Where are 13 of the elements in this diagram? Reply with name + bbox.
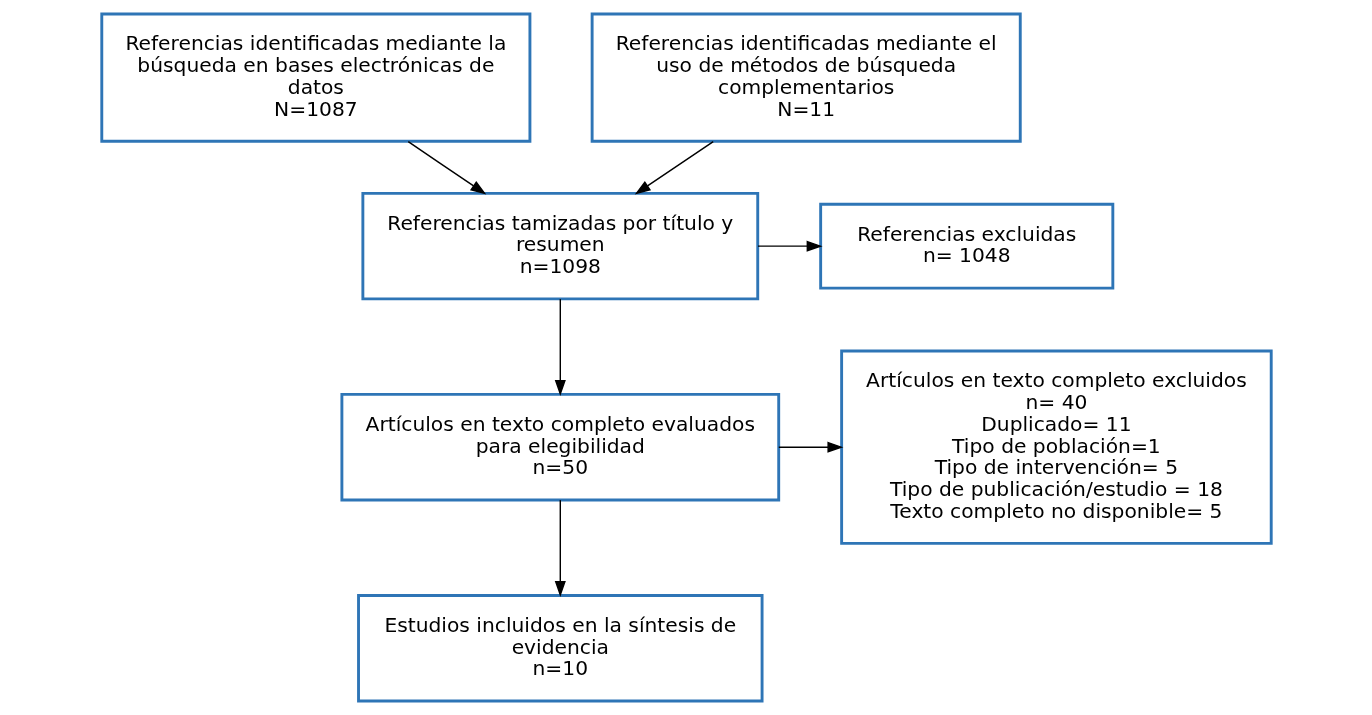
arrow bbox=[634, 140, 714, 195]
arrow bbox=[756, 240, 823, 252]
node-box: Referencias identificadas mediante el uso de métodos de búsqueda complementarios N=11 bbox=[590, 12, 1022, 143]
node-box: Artículos en texto completo evaluados para elegibilidad n=50 bbox=[339, 392, 780, 502]
node-box: Referencias identificadas mediante la búsqueda en bases electrónicas de datos N=1087 bbox=[99, 12, 531, 143]
arrow bbox=[407, 140, 486, 195]
arrow bbox=[777, 441, 843, 453]
arrow bbox=[554, 298, 566, 396]
node-box: Referencias excluidas n= 1048 bbox=[818, 202, 1114, 290]
arrow bbox=[554, 499, 566, 597]
node-box: Artículos en texto completo excluidos n= 40 Duplicado= 11 Tipo de población=1 Tipo de intervención= 5 Tipo de publicación/estudio = 18 Texto completo no disponible= 5 bbox=[839, 349, 1273, 545]
node-box: Referencias tamizadas por título y resumen n=1098 bbox=[360, 191, 759, 301]
node-box: Estudios incluidos en la síntesis de evidencia n=10 bbox=[356, 594, 764, 703]
